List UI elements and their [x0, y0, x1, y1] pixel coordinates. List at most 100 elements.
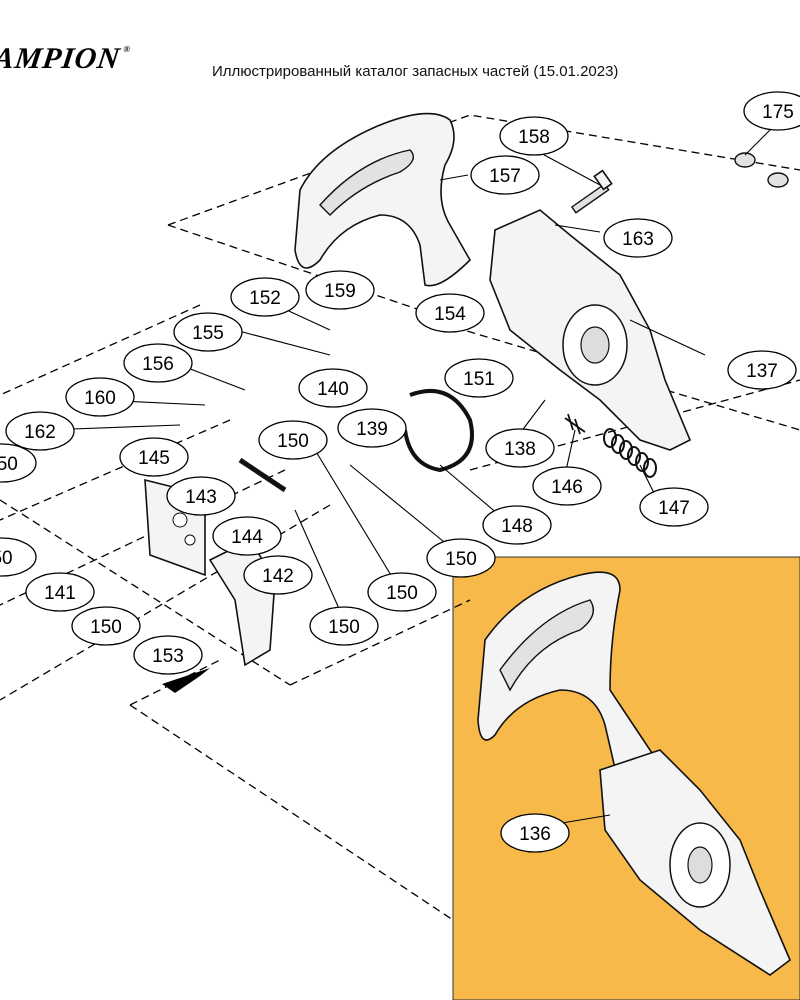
- callout-175: 175: [743, 91, 800, 131]
- callout-number: 175: [762, 102, 794, 123]
- direction-arrow: [162, 668, 210, 693]
- callout-oval: [500, 813, 570, 853]
- callout-oval: [337, 408, 407, 448]
- callout-oval: [305, 270, 375, 310]
- callout-oval: [166, 476, 236, 516]
- callout-number: 137: [746, 361, 778, 382]
- callout-152: 152: [230, 277, 300, 317]
- callout-number: 151: [463, 369, 495, 390]
- callout-154: 154: [415, 293, 485, 333]
- callout-oval: [298, 368, 368, 408]
- callout-139: 139: [337, 408, 407, 448]
- callout-oval: [367, 572, 437, 612]
- callout-number: 144: [231, 527, 263, 548]
- callout-number: 139: [356, 419, 388, 440]
- callout-151: 151: [444, 358, 514, 398]
- callout-150: 150: [309, 606, 379, 646]
- callout-142: 142: [243, 555, 313, 595]
- callout-143: 143: [166, 476, 236, 516]
- callout-number: 150: [445, 549, 477, 570]
- callout-150: 150: [0, 443, 37, 483]
- callout-137: 137: [727, 350, 797, 390]
- callout-oval: [5, 411, 75, 451]
- callout-160: 160: [65, 377, 135, 417]
- callout-number: 158: [518, 127, 550, 148]
- callout-150: 150: [426, 538, 496, 578]
- callout-oval: [0, 443, 37, 483]
- compression-spring: [603, 428, 657, 478]
- callout-150: 150: [71, 606, 141, 646]
- cover-plate-hole: [184, 534, 196, 546]
- callout-number: 146: [551, 477, 583, 498]
- callout-oval: [603, 218, 673, 258]
- callout-oval: [0, 537, 37, 577]
- callout-number: 138: [504, 439, 536, 460]
- callout-oval: [485, 428, 555, 468]
- callout-oval: [639, 487, 709, 527]
- flange-nuts: [734, 152, 789, 188]
- callout-number: 154: [434, 304, 466, 325]
- callout-oval: [426, 538, 496, 578]
- hand-guard-grip-slot: [319, 149, 414, 216]
- callout-number: 142: [262, 566, 294, 587]
- callout-number: 50: [0, 548, 13, 569]
- callout-oval: [470, 155, 540, 195]
- callout-oval: [309, 606, 379, 646]
- callout-number: 150: [386, 583, 418, 604]
- callout-oval: [71, 606, 141, 646]
- callout-number: 140: [317, 379, 349, 400]
- callout-oval: [25, 572, 95, 612]
- callout-number: 159: [324, 281, 356, 302]
- assembled-clutch-hub: [687, 846, 713, 884]
- callout-number: 141: [44, 583, 76, 604]
- callout-156: 156: [123, 343, 193, 383]
- callout-162: 162: [5, 411, 75, 451]
- callout-number: 153: [152, 646, 184, 667]
- callout-number: 150: [0, 454, 18, 475]
- callout-number: 156: [142, 354, 174, 375]
- callout-oval: [243, 555, 313, 595]
- assembled-grip-slot: [499, 599, 594, 692]
- callout-50: 50: [0, 537, 37, 577]
- callout-153: 153: [133, 635, 203, 675]
- callout-number: 152: [249, 288, 281, 309]
- callout-oval: [532, 466, 602, 506]
- callout-oval: [133, 635, 203, 675]
- callout-155: 155: [173, 312, 243, 352]
- callout-number: 155: [192, 323, 224, 344]
- callout-150: 150: [258, 420, 328, 460]
- callout-148: 148: [482, 505, 552, 545]
- callout-oval: [727, 350, 797, 390]
- callout-163: 163: [603, 218, 673, 258]
- callout-140: 140: [298, 368, 368, 408]
- callout-number: 143: [185, 487, 217, 508]
- callout-oval: [444, 358, 514, 398]
- callout-oval: [119, 437, 189, 477]
- adjuster-rod: [238, 457, 287, 493]
- callout-oval: [173, 312, 243, 352]
- callout-number: 160: [84, 388, 116, 409]
- callout-150: 150: [367, 572, 437, 612]
- callout-number: 136: [519, 824, 551, 845]
- callout-141: 141: [25, 572, 95, 612]
- callout-138: 138: [485, 428, 555, 468]
- cover-plate-hole: [172, 512, 188, 528]
- brake-band: [403, 389, 474, 473]
- callout-number: 147: [658, 498, 690, 519]
- callout-labels: 175 158 157 163 159 152 154 155 137 156 151 140 160 1…: [0, 91, 800, 853]
- callout-number: 148: [501, 516, 533, 537]
- callout-number: 157: [489, 166, 521, 187]
- callout-145: 145: [119, 437, 189, 477]
- callout-147: 147: [639, 487, 709, 527]
- callout-oval: [415, 293, 485, 333]
- small-spring: [564, 413, 586, 435]
- callout-oval: [212, 516, 282, 556]
- housing-clutch-hub: [580, 326, 610, 364]
- front-hand-guard: [294, 112, 471, 287]
- callout-136: 136: [500, 813, 570, 853]
- callout-oval: [743, 91, 800, 131]
- callout-oval: [230, 277, 300, 317]
- bolt: [570, 169, 613, 214]
- callout-oval: [258, 420, 328, 460]
